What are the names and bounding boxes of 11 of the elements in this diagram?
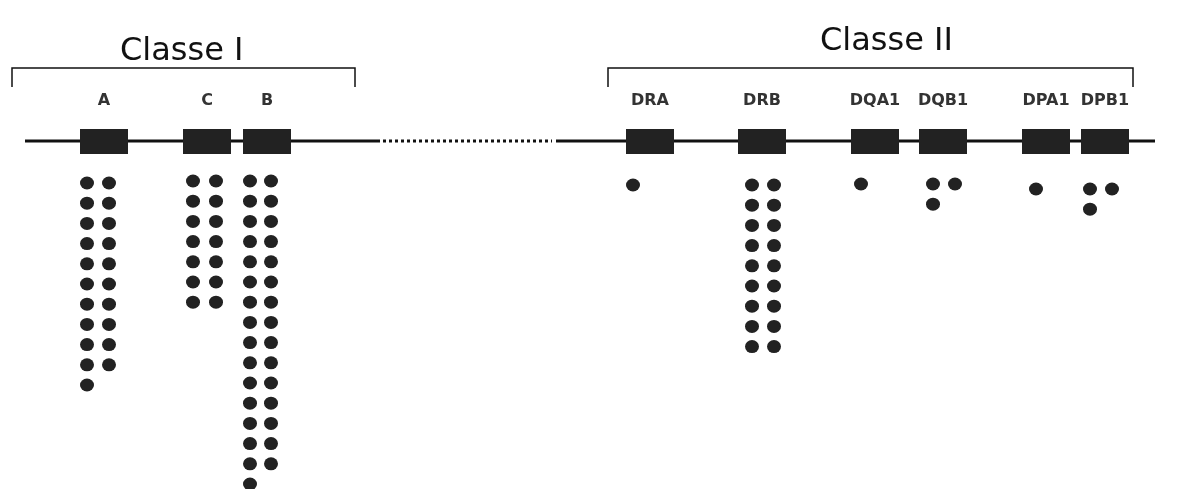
gene-label: DPA1: [1022, 90, 1070, 110]
gene-label: A: [97, 90, 111, 110]
gene-label: DPB1: [1080, 90, 1130, 110]
gene-label: C: [201, 90, 213, 110]
gene-label: DRA: [631, 90, 669, 110]
gene-label: B: [260, 90, 274, 110]
gene-label: DQB1: [917, 90, 969, 110]
gene-label: DRB: [743, 90, 781, 110]
class-heading: Classe II: [820, 20, 953, 58]
class-heading: Classe I: [120, 30, 244, 68]
gene-label: DQA1: [849, 90, 901, 110]
